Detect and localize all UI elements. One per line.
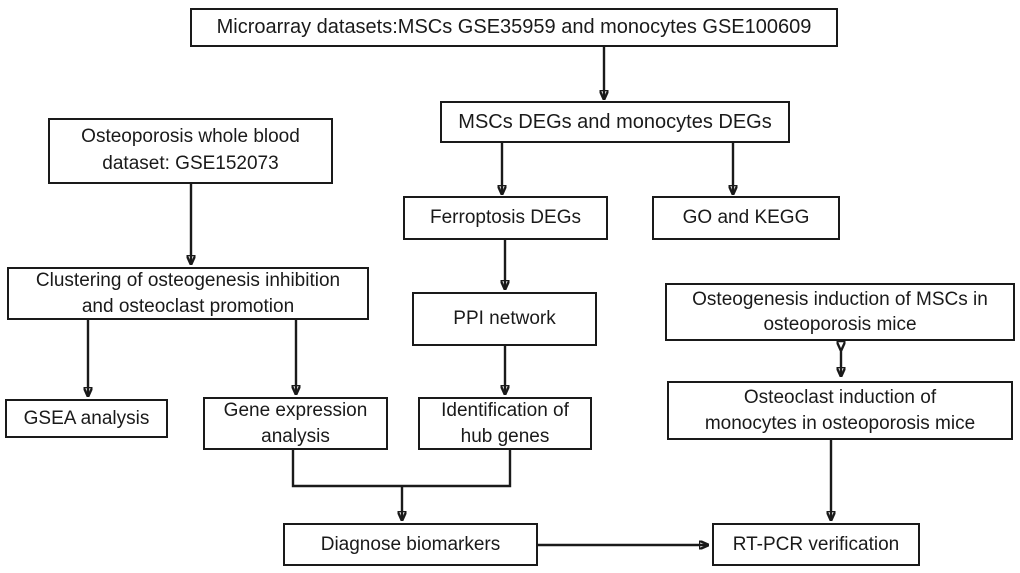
node-osteoclast-induction: Osteoclast induction of monocytes in ost…: [667, 381, 1013, 440]
node-ferroptosis-degs: Ferroptosis DEGs: [403, 196, 608, 240]
node-osteoclast-induction-label: Osteoclast induction of monocytes in ost…: [704, 387, 976, 434]
node-ppi-network: PPI network: [412, 292, 597, 346]
node-gene-expression-analysis: Gene expression analysis: [203, 397, 388, 450]
node-go-and-kegg: GO and KEGG: [652, 196, 840, 240]
node-gsea-analysis-label: GSEA analysis: [23, 407, 150, 429]
node-osteoporosis-dataset: Osteoporosis whole blood dataset: GSE152…: [48, 118, 333, 184]
node-rtpcr-verification-label: RT-PCR verification: [732, 533, 900, 555]
node-ppi-network-label: PPI network: [453, 308, 556, 330]
node-mscs-monocytes-degs-label: MSCs DEGs and monocytes DEGs: [458, 110, 772, 133]
node-clustering: Clustering of osteogenesis inhibition an…: [7, 267, 369, 320]
node-microarray-datasets: Microarray datasets:MSCs GSE35959 and mo…: [190, 8, 838, 47]
node-mscs-monocytes-degs: MSCs DEGs and monocytes DEGs: [440, 101, 790, 143]
node-clustering-label: Clustering of osteogenesis inhibition an…: [35, 270, 341, 317]
node-diagnose-biomarkers: Diagnose biomarkers: [283, 523, 538, 566]
node-osteogenesis-induction: Osteogenesis induction of MSCs in osteop…: [665, 283, 1015, 341]
node-ferroptosis-degs-label: Ferroptosis DEGs: [430, 207, 581, 229]
node-rtpcr-verification: RT-PCR verification: [712, 523, 920, 566]
node-hub-genes-identification-label: Identification of hub genes: [441, 400, 569, 447]
node-diagnose-biomarkers-label: Diagnose biomarkers: [320, 533, 501, 555]
node-go-and-kegg-label: GO and KEGG: [682, 207, 810, 229]
connector-merge-lines: [291, 450, 512, 488]
node-osteogenesis-induction-label: Osteogenesis induction of MSCs in osteop…: [692, 288, 988, 335]
node-gene-expression-analysis-label: Gene expression analysis: [223, 400, 368, 447]
node-gsea-analysis: GSEA analysis: [5, 399, 168, 438]
node-hub-genes-identification: Identification of hub genes: [418, 397, 592, 450]
node-microarray-datasets-label: Microarray datasets:MSCs GSE35959 and mo…: [216, 16, 812, 39]
node-osteoporosis-dataset-label: Osteoporosis whole blood dataset: GSE152…: [81, 126, 300, 174]
